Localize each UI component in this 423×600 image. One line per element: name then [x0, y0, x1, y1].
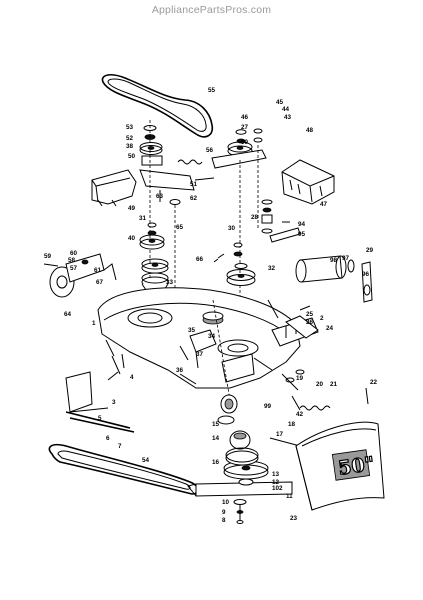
- part-label-25: 25: [306, 311, 314, 318]
- part-label-10: 10: [222, 499, 230, 506]
- part-label-29: 29: [366, 247, 374, 254]
- belt-54: [48, 443, 199, 495]
- part-label-19: 19: [296, 375, 304, 382]
- mower-deck: [97, 287, 319, 401]
- part-label-49: 49: [128, 205, 136, 212]
- part-label-12: 12: [272, 479, 280, 486]
- part-label-2: 2: [320, 315, 324, 322]
- discharge-deflector: [295, 421, 385, 511]
- part-label-46: 46: [241, 114, 249, 121]
- part-label-65: 65: [176, 224, 184, 231]
- part-label-3: 3: [112, 399, 116, 406]
- part-label-31: 31: [139, 215, 147, 222]
- part-label-50: 50: [128, 153, 136, 160]
- part-label-1: 1: [92, 320, 96, 327]
- part-label-28: 28: [251, 214, 259, 221]
- part-label-13: 13: [272, 471, 280, 478]
- part-label-57: 57: [70, 265, 78, 272]
- part-label-36: 36: [176, 367, 184, 374]
- part-label-47: 47: [320, 201, 328, 208]
- part-label-21: 21: [330, 381, 338, 388]
- belt-55: [101, 73, 214, 138]
- part-label-20: 20: [316, 381, 324, 388]
- part-label-37: 37: [196, 351, 204, 358]
- part-label-33: 33: [166, 279, 174, 286]
- belt-shield-right: [281, 159, 335, 205]
- part-label-6: 6: [106, 435, 110, 442]
- part-label-38: 38: [126, 143, 134, 150]
- front-hanger-bracket: [65, 355, 197, 433]
- part-label-42: 42: [296, 411, 304, 418]
- part-label-23: 23: [290, 515, 298, 522]
- part-label-102: 102: [272, 485, 283, 492]
- part-label-95: 95: [298, 231, 306, 238]
- part-label-53: 53: [126, 124, 134, 131]
- anti-scalp-roller-left: [43, 253, 117, 298]
- part-label-94: 94: [298, 221, 306, 228]
- part-label-99: 99: [264, 403, 272, 410]
- part-label-14: 14: [212, 435, 220, 442]
- part-label-11: 11: [286, 493, 293, 500]
- discharge-spring: [269, 369, 369, 447]
- part-label-43: 43: [284, 114, 292, 121]
- part-label-52: 52: [126, 135, 134, 142]
- spindle-right: [213, 242, 256, 286]
- part-label-35: 35: [188, 327, 196, 334]
- part-label-44: 44: [282, 106, 290, 113]
- part-label-62: 62: [190, 195, 198, 202]
- part-label-56: 56: [206, 147, 214, 154]
- part-label-16: 16: [212, 459, 220, 466]
- part-label-18: 18: [288, 421, 296, 428]
- part-label-98: 98: [330, 257, 338, 264]
- part-label-7: 7: [118, 443, 122, 450]
- blade-assembly: [187, 460, 293, 524]
- part-label-66: 66: [196, 256, 204, 263]
- part-label-27: 27: [241, 124, 249, 131]
- part-label-39: 39: [241, 139, 249, 146]
- part-label-22: 22: [370, 379, 378, 386]
- spindle-hardware-right: [261, 199, 301, 243]
- part-label-54: 54: [142, 457, 150, 464]
- idler-assembly-right: [211, 128, 267, 300]
- part-label-45: 45: [276, 99, 284, 106]
- part-label-9: 9: [222, 509, 226, 516]
- part-label-60: 60: [70, 250, 78, 257]
- belt-shield-left: [91, 169, 137, 207]
- part-label-51: 51: [190, 181, 198, 188]
- part-label-26: 26: [306, 319, 314, 326]
- part-label-40: 40: [128, 235, 136, 242]
- part-label-55: 55: [208, 87, 216, 94]
- part-label-24: 24: [326, 325, 334, 332]
- part-label-30: 30: [228, 225, 236, 232]
- part-label-4: 4: [130, 374, 134, 381]
- part-label-48: 48: [306, 127, 314, 134]
- part-label-97: 97: [342, 255, 350, 262]
- part-label-32: 32: [268, 265, 276, 272]
- spindle-left: [139, 222, 169, 297]
- part-label-64: 64: [64, 311, 72, 318]
- part-label-67: 67: [96, 279, 104, 286]
- part-label-8: 8: [222, 517, 226, 524]
- spindle-housing: [217, 394, 259, 466]
- part-label-59: 59: [44, 253, 52, 260]
- part-label-17: 17: [276, 431, 284, 438]
- part-label-63: 63: [156, 193, 164, 200]
- lift-linkage: [253, 299, 319, 391]
- anti-scalp-roller-right: [295, 255, 373, 303]
- watermark: AppliancePartsPros.com: [151, 4, 272, 16]
- part-label-5: 5: [98, 415, 102, 422]
- part-label-61: 61: [94, 267, 102, 274]
- part-label-34: 34: [208, 333, 216, 340]
- part-label-58: 58: [68, 257, 76, 264]
- part-label-96: 96: [362, 271, 370, 278]
- part-label-15: 15: [212, 421, 220, 428]
